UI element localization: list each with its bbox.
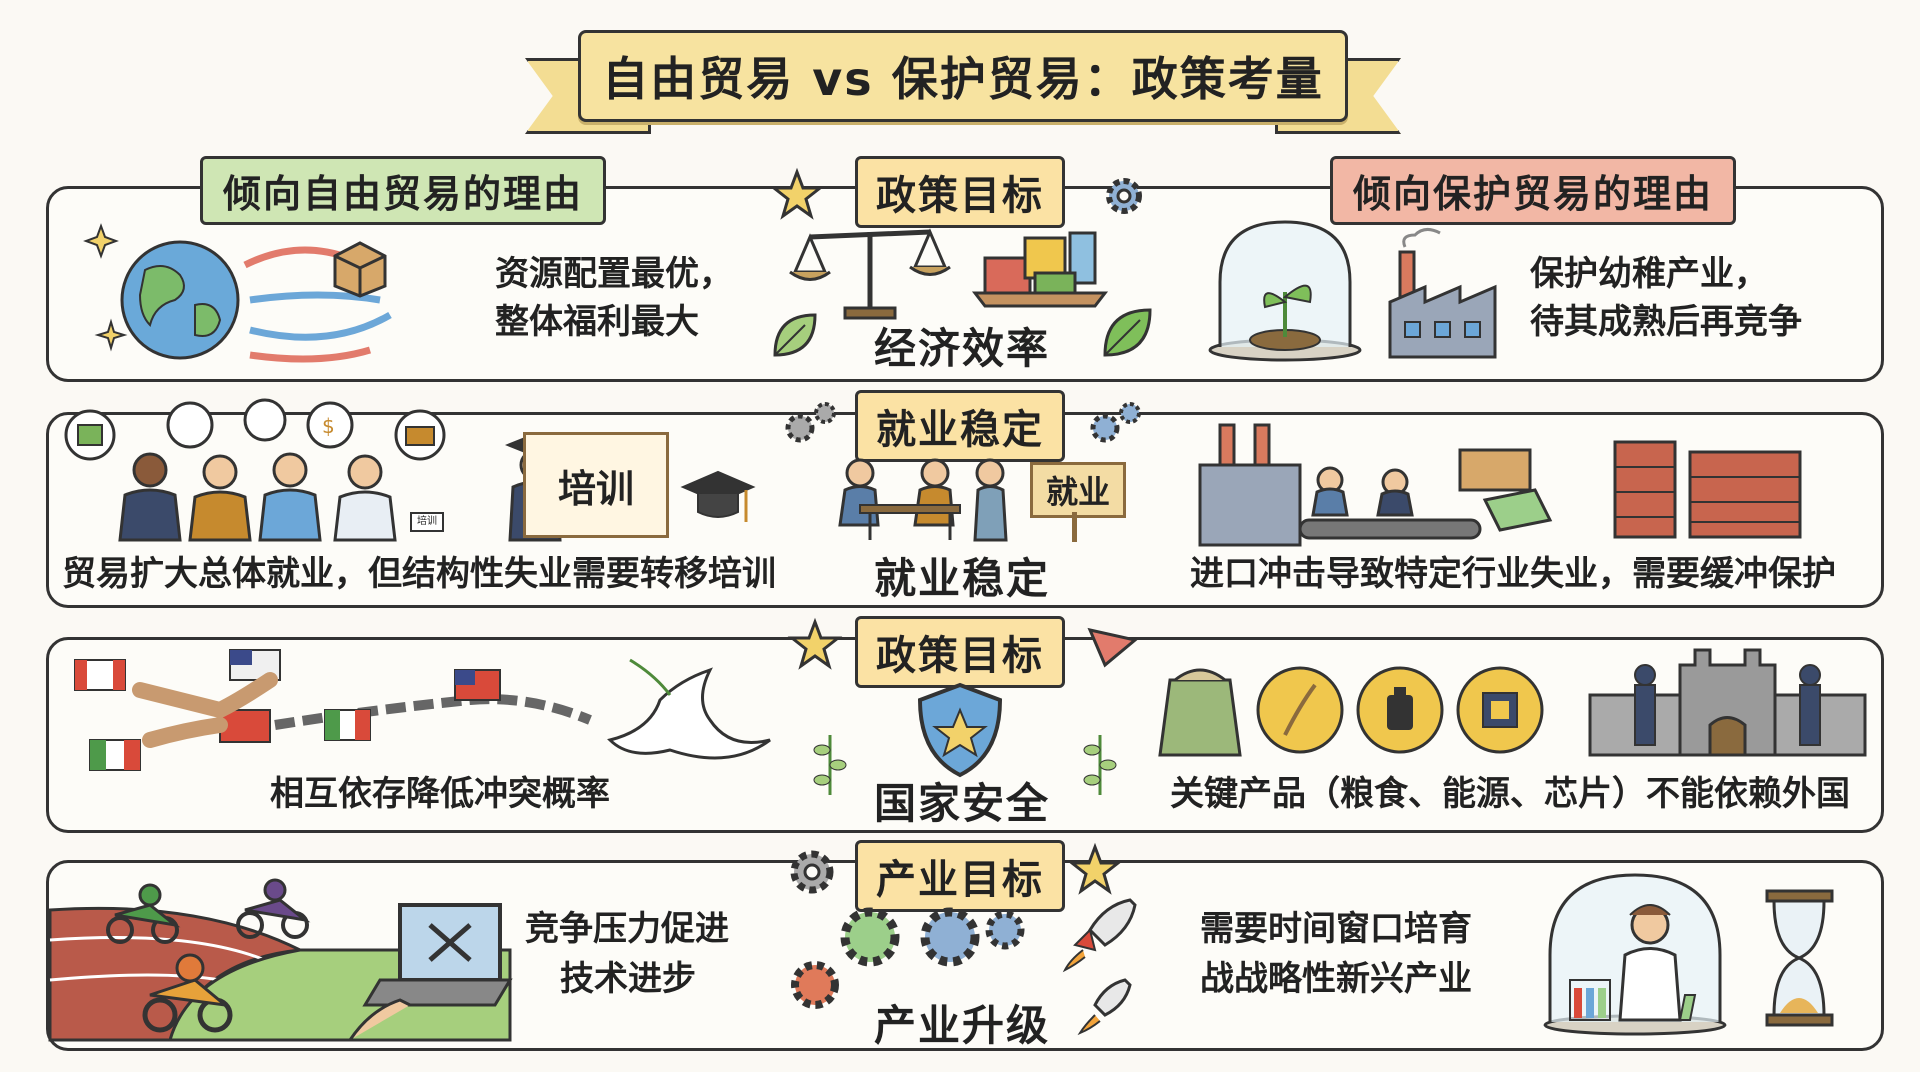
- gear-icon: [1106, 178, 1142, 214]
- row2-section-label: 就业稳定: [855, 390, 1065, 462]
- row2-center-label: 就业稳定: [873, 554, 1051, 603]
- grain-icon: [1256, 666, 1344, 754]
- globe-icon: [120, 240, 392, 363]
- row3-right-text: 关键产品（粮食、能源、芯片）不能依赖外国: [1170, 774, 1850, 814]
- star-icon: [1067, 842, 1123, 895]
- row1-left-line1: 资源配置最优，: [495, 254, 733, 294]
- workers-icon: $: [64, 398, 446, 542]
- scientist-dome-icon: [1543, 873, 1727, 1036]
- castle-icon: [1588, 648, 1867, 757]
- training-board: 培训: [523, 432, 669, 538]
- factory-conveyor-icon: [1198, 423, 1553, 547]
- olive-branch-icon: [813, 735, 847, 795]
- row1-center-label: 经济效率: [873, 324, 1051, 373]
- protection-header: 倾向保护贸易的理由: [1330, 156, 1737, 225]
- gear-icon: [1090, 402, 1141, 443]
- row1-right-line1: 保护幼稚产业，: [1530, 254, 1768, 294]
- sprout-dome-icon: [1208, 220, 1362, 362]
- svg-text:$: $: [322, 414, 335, 438]
- row1-right-line2: 待其成熟后再竞争: [1530, 302, 1802, 342]
- office-workers-icon: [838, 458, 1008, 542]
- row1-left-line2: 整体福利最大: [495, 302, 699, 342]
- row3-left-text: 相互依存降低冲突概率: [270, 774, 610, 814]
- row4-center-label: 产业升级: [873, 1001, 1051, 1050]
- gear-icon: [790, 850, 834, 894]
- free-trade-header: 倾向自由贸易的理由: [200, 156, 607, 225]
- rocket-icon: [1062, 898, 1137, 1036]
- sparkle-icon: [94, 318, 128, 352]
- training-board-text: 培训: [557, 466, 634, 511]
- row3-section-label: 政策目标: [855, 616, 1065, 688]
- goods-icon: [971, 231, 1109, 308]
- row3-center-label: 国家安全: [873, 779, 1051, 828]
- grain-sack-icon: [1158, 668, 1242, 757]
- graduation-cap-icon: [680, 470, 756, 522]
- row4-section-label: 产业目标: [855, 840, 1065, 912]
- row4-left-line1: 竞争压力促进: [525, 909, 729, 949]
- olive-branch-icon: [1083, 735, 1117, 795]
- row4-left-line2: 技术进步: [560, 959, 696, 999]
- oil-icon: [1356, 666, 1444, 754]
- page-title: 自由贸易 vs 保护贸易：政策考量: [578, 30, 1348, 122]
- sparkle-icon: [83, 223, 119, 259]
- gears-rocket-icon: [791, 907, 1025, 1009]
- scale-icon: [789, 228, 951, 320]
- row2-left-text: 贸易扩大总体就业，但结构性失业需要转移培训: [62, 554, 776, 594]
- gear-icon: [785, 402, 836, 443]
- row1-section-label: 政策目标: [855, 156, 1065, 228]
- handshake-chain-icon: [74, 649, 771, 771]
- hourglass-icon: [1765, 889, 1834, 1027]
- jobs-sign-text: 就业: [1045, 473, 1110, 511]
- star-icon: [769, 167, 825, 220]
- jobs-sign: 就业: [1030, 462, 1126, 518]
- jobs-sign-post: [1072, 512, 1077, 542]
- star-icon: [787, 617, 843, 670]
- shield-icon: [917, 682, 1003, 778]
- leaf-icon: [773, 313, 817, 357]
- factory-icon: [1388, 228, 1497, 359]
- brick-wall-icon: [1613, 440, 1802, 539]
- row2-right-text: 进口冲击导致特定行业失业，需要缓冲保护: [1190, 554, 1836, 594]
- page-title-text: 自由贸易 vs 保护贸易：政策考量: [602, 52, 1324, 106]
- row4-right-line1: 需要时间窗口培育: [1200, 909, 1472, 949]
- row4-right-line2: 战战略性新兴产业: [1200, 959, 1472, 999]
- box-icon: [333, 241, 387, 298]
- laptop-icon[interactable]: [348, 900, 513, 1041]
- leaf-icon: [1103, 308, 1152, 357]
- training-badge: 培训: [410, 512, 444, 532]
- chip-icon: [1456, 666, 1544, 754]
- paper-plane-icon: [1087, 627, 1139, 668]
